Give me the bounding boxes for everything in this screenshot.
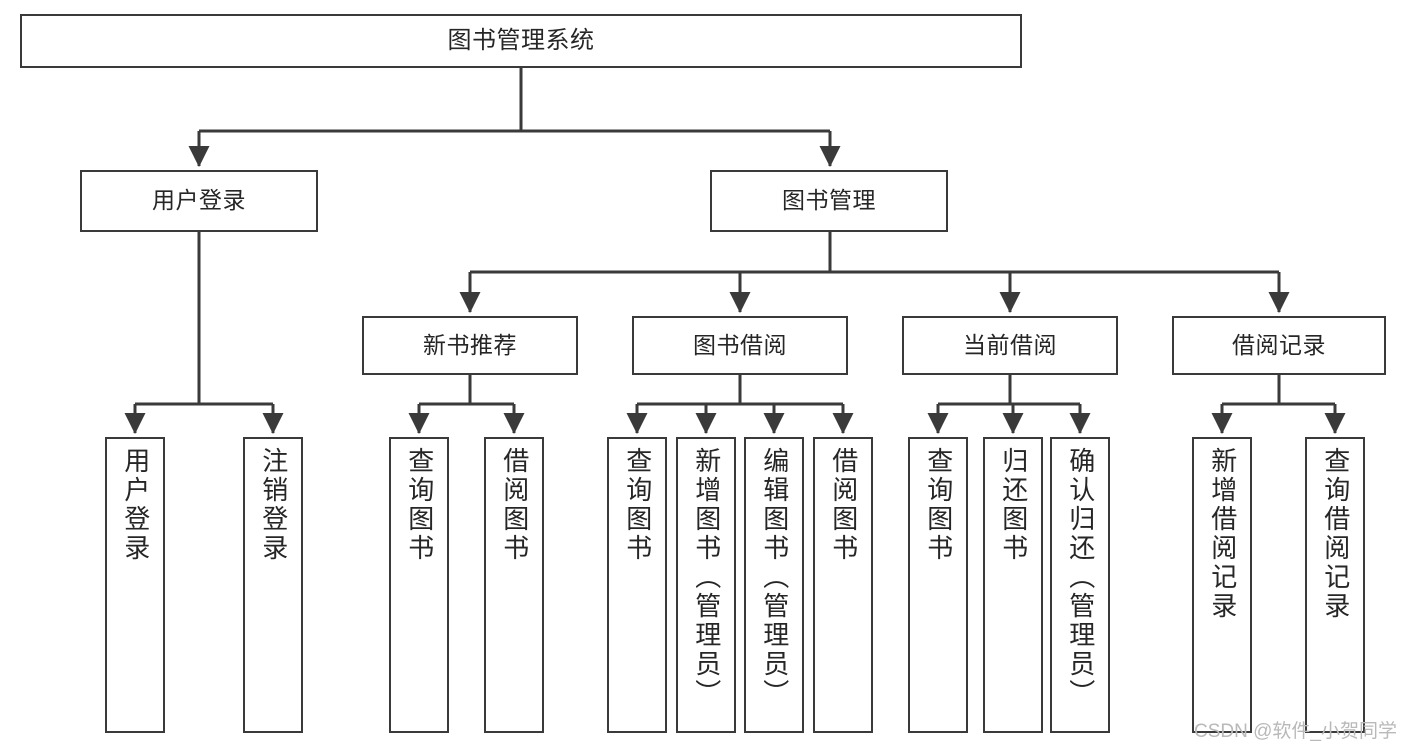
node-leaf-add-book[interactable]: 新增图书（管理员）	[676, 437, 736, 733]
node-current-borrow[interactable]: 当前借阅	[902, 316, 1118, 375]
node-user-login[interactable]: 用户登录	[80, 170, 318, 232]
node-leaf-return-book[interactable]: 归还图书	[983, 437, 1043, 733]
node-leaf-add-record[interactable]: 新增借阅记录	[1192, 437, 1252, 733]
node-leaf-return-book-label: 归还图书	[998, 447, 1029, 563]
node-leaf-query-record[interactable]: 查询借阅记录	[1305, 437, 1365, 733]
node-book-manage[interactable]: 图书管理	[710, 170, 948, 232]
node-borrow-record[interactable]: 借阅记录	[1172, 316, 1386, 375]
node-leaf-edit-book[interactable]: 编辑图书（管理员）	[744, 437, 804, 733]
node-leaf-query-book-rec[interactable]: 查询图书	[389, 437, 449, 733]
node-leaf-borrow-book[interactable]: 借阅图书	[813, 437, 873, 733]
node-leaf-user-logout[interactable]: 注销登录	[243, 437, 303, 733]
node-root-label: 图书管理系统	[447, 26, 595, 54]
node-leaf-query-book-cur[interactable]: 查询图书	[908, 437, 968, 733]
node-leaf-query-book-borrow[interactable]: 查询图书	[607, 437, 667, 733]
node-leaf-confirm-return-label: 确认归还（管理员）	[1065, 447, 1096, 708]
node-leaf-borrow-book-rec[interactable]: 借阅图书	[484, 437, 544, 733]
node-book-borrow[interactable]: 图书借阅	[632, 316, 848, 375]
node-book-borrow-label: 图书借阅	[693, 331, 787, 358]
node-new-book-recommend[interactable]: 新书推荐	[362, 316, 578, 375]
node-leaf-query-book-borrow-label: 查询图书	[622, 447, 653, 563]
node-leaf-confirm-return[interactable]: 确认归还（管理员）	[1050, 437, 1110, 733]
node-leaf-query-record-label: 查询借阅记录	[1320, 447, 1351, 621]
node-leaf-edit-book-label: 编辑图书（管理员）	[759, 447, 790, 708]
node-leaf-add-book-label: 新增图书（管理员）	[691, 447, 722, 708]
node-leaf-borrow-book-rec-label: 借阅图书	[499, 447, 530, 563]
node-leaf-borrow-book-label: 借阅图书	[828, 447, 859, 563]
node-leaf-add-record-label: 新增借阅记录	[1207, 447, 1238, 621]
node-root[interactable]: 图书管理系统	[20, 14, 1022, 68]
node-current-borrow-label: 当前借阅	[963, 331, 1057, 358]
node-borrow-record-label: 借阅记录	[1232, 331, 1326, 358]
node-leaf-user-logout-label: 注销登录	[258, 447, 289, 563]
node-leaf-query-book-rec-label: 查询图书	[404, 447, 435, 563]
node-leaf-user-login-label: 用户登录	[120, 447, 151, 563]
node-book-manage-label: 图书管理	[782, 187, 876, 214]
node-user-login-label: 用户登录	[152, 187, 246, 214]
node-leaf-user-login[interactable]: 用户登录	[105, 437, 165, 733]
node-leaf-query-book-cur-label: 查询图书	[923, 447, 954, 563]
csdn-watermark: CSDN @软件_小贺同学	[1194, 721, 1397, 742]
node-new-book-recommend-label: 新书推荐	[423, 331, 517, 358]
